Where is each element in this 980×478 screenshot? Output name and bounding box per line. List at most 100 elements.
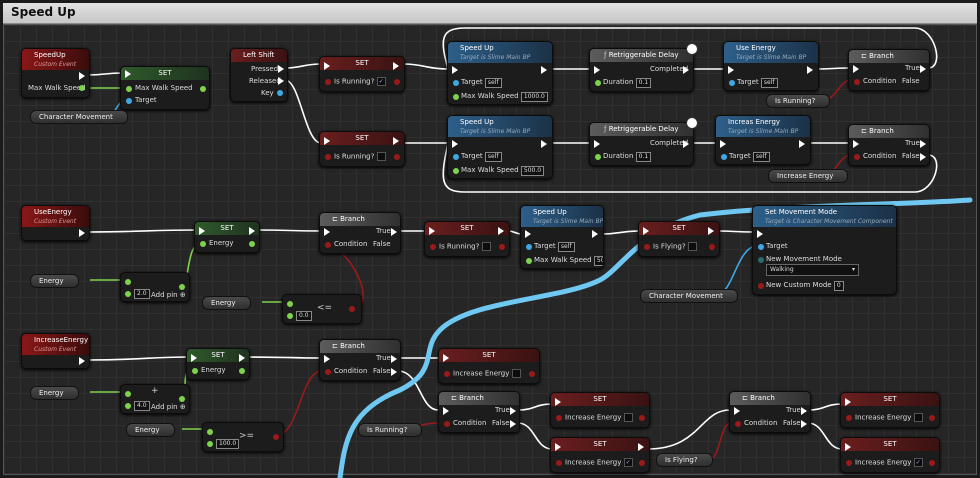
bool-out-pin[interactable] xyxy=(929,460,935,466)
exec-out-pin[interactable] xyxy=(278,65,284,73)
bool-in-pin[interactable] xyxy=(444,371,450,377)
object-in-pin[interactable] xyxy=(721,154,727,160)
int-input[interactable]: 0 xyxy=(833,281,844,291)
float-out-pin[interactable] xyxy=(179,396,185,402)
set-increase-energy-node-2[interactable]: SET Increase Energy xyxy=(550,392,650,428)
exec-in-pin[interactable] xyxy=(443,354,449,362)
float-in-pin[interactable] xyxy=(126,86,132,92)
exec-in-pin[interactable] xyxy=(324,355,330,363)
bool-in-pin[interactable] xyxy=(854,79,860,85)
exec-in-pin[interactable] xyxy=(525,230,531,238)
character-movement-getter[interactable]: Character Movement xyxy=(30,110,128,124)
exec-in-pin[interactable] xyxy=(452,140,458,148)
struct-out-pin[interactable] xyxy=(277,90,283,96)
exec-out-pin[interactable] xyxy=(638,443,644,451)
bool-out-pin[interactable] xyxy=(929,415,935,421)
checkbox[interactable] xyxy=(687,242,697,251)
set-increase-energy-node-1[interactable]: SET Increase Energy xyxy=(438,348,540,384)
byte-in-pin[interactable] xyxy=(758,283,764,289)
exec-out-pin[interactable] xyxy=(510,420,516,428)
exec-out-pin[interactable] xyxy=(510,407,516,415)
float-in-pin[interactable] xyxy=(200,241,206,247)
exec-in-pin[interactable] xyxy=(853,140,859,148)
bool-out-pin[interactable] xyxy=(273,434,279,440)
float-in-pin[interactable] xyxy=(207,441,213,447)
exec-out-pin[interactable] xyxy=(391,241,397,249)
exec-out-pin[interactable] xyxy=(391,355,397,363)
is-flying-getter[interactable]: Is Flying? xyxy=(656,453,713,467)
exec-out-pin[interactable] xyxy=(278,77,284,85)
float-input[interactable]: 2.0 xyxy=(134,289,150,299)
float-in-pin[interactable] xyxy=(526,258,532,264)
bool-out-pin[interactable] xyxy=(349,306,355,312)
add-pin-label[interactable]: Add pin xyxy=(151,403,178,411)
character-movement-getter-2[interactable]: Character Movement xyxy=(640,289,738,303)
exec-out-pin[interactable] xyxy=(920,65,926,73)
left-shift-input-node[interactable]: Left Shift Pressed Released Key xyxy=(230,48,288,102)
bool-in-pin[interactable] xyxy=(325,242,331,248)
float-in-pin[interactable] xyxy=(453,168,459,174)
exec-out-pin[interactable] xyxy=(249,227,255,235)
exec-out-pin[interactable] xyxy=(807,66,813,74)
exec-in-pin[interactable] xyxy=(594,140,600,148)
float-out-pin[interactable] xyxy=(179,284,185,290)
set-energy-node-2[interactable]: SET Energy xyxy=(186,348,250,380)
exec-out-pin[interactable] xyxy=(920,140,926,148)
exec-in-pin[interactable] xyxy=(594,66,600,74)
exec-out-pin[interactable] xyxy=(239,354,245,362)
energy-getter-1[interactable]: Energy xyxy=(30,274,79,288)
movement-mode-dropdown[interactable]: Walking▾ xyxy=(766,264,859,276)
energy-getter-2[interactable]: Energy xyxy=(202,296,251,310)
checkbox[interactable] xyxy=(511,369,521,378)
float-in-pin[interactable] xyxy=(125,391,131,397)
exec-in-pin[interactable] xyxy=(324,228,330,236)
exec-out-pin[interactable] xyxy=(498,227,504,235)
checkbox[interactable]: ✓ xyxy=(623,458,633,467)
float-out-pin[interactable] xyxy=(239,368,245,374)
float-input[interactable]: 500.0 xyxy=(593,256,603,266)
branch-node-1[interactable]: ⊏ Branch True Condition False xyxy=(848,49,930,91)
float-in-pin[interactable] xyxy=(125,403,131,409)
greater-equal-node[interactable]: 100.0 >= xyxy=(202,422,284,452)
exec-out-pin[interactable] xyxy=(928,398,934,406)
exec-in-pin[interactable] xyxy=(720,140,726,148)
bool-out-pin[interactable] xyxy=(529,371,535,377)
set-max-walk-speed-node[interactable]: SET Max Walk Speed Target xyxy=(120,66,210,110)
exec-in-pin[interactable] xyxy=(125,70,131,78)
bool-in-pin[interactable] xyxy=(846,415,852,421)
exec-out-pin[interactable] xyxy=(801,420,807,428)
float-in-pin[interactable] xyxy=(125,291,131,297)
exec-in-pin[interactable] xyxy=(324,137,330,145)
float-in-pin[interactable] xyxy=(453,94,459,100)
add-float-node-2[interactable]: 4.0 + Add pin ⊕ xyxy=(120,384,190,414)
bool-in-pin[interactable] xyxy=(854,154,860,160)
retriggerable-delay-node-1[interactable]: ƒ Retriggerable Delay Completed Duration… xyxy=(589,48,694,92)
increase-energy-getter-1[interactable]: Increase Energy xyxy=(768,169,849,183)
branch-node-3[interactable]: ⊏ Branch True Condition False xyxy=(319,212,401,254)
float-input[interactable]: 0.0 xyxy=(296,311,312,321)
float-in-pin[interactable] xyxy=(125,279,131,285)
object-in-pin[interactable] xyxy=(729,80,735,86)
exec-out-pin[interactable] xyxy=(801,407,807,415)
is-running-getter-2[interactable]: Is Running? xyxy=(358,423,423,437)
bool-out-pin[interactable] xyxy=(499,244,505,250)
bool-in-pin[interactable] xyxy=(325,369,331,375)
exec-out-pin[interactable] xyxy=(79,72,85,80)
exec-out-pin[interactable] xyxy=(592,230,598,238)
bool-in-pin[interactable] xyxy=(735,421,741,427)
retriggerable-delay-node-2[interactable]: ƒ Retriggerable Delay Completed Duration… xyxy=(589,122,694,166)
set-increase-energy-node-4[interactable]: SET Increase Energy xyxy=(840,392,940,428)
checkbox[interactable] xyxy=(481,242,491,251)
exec-out-pin[interactable] xyxy=(393,62,399,70)
exec-in-pin[interactable] xyxy=(845,443,851,451)
bool-in-pin[interactable] xyxy=(644,244,650,250)
float-input[interactable]: 1000.0 xyxy=(520,92,548,102)
float-input[interactable]: 0.1 xyxy=(635,78,652,88)
exec-out-pin[interactable] xyxy=(920,78,926,86)
energy-getter-4[interactable]: Energy xyxy=(126,423,175,437)
